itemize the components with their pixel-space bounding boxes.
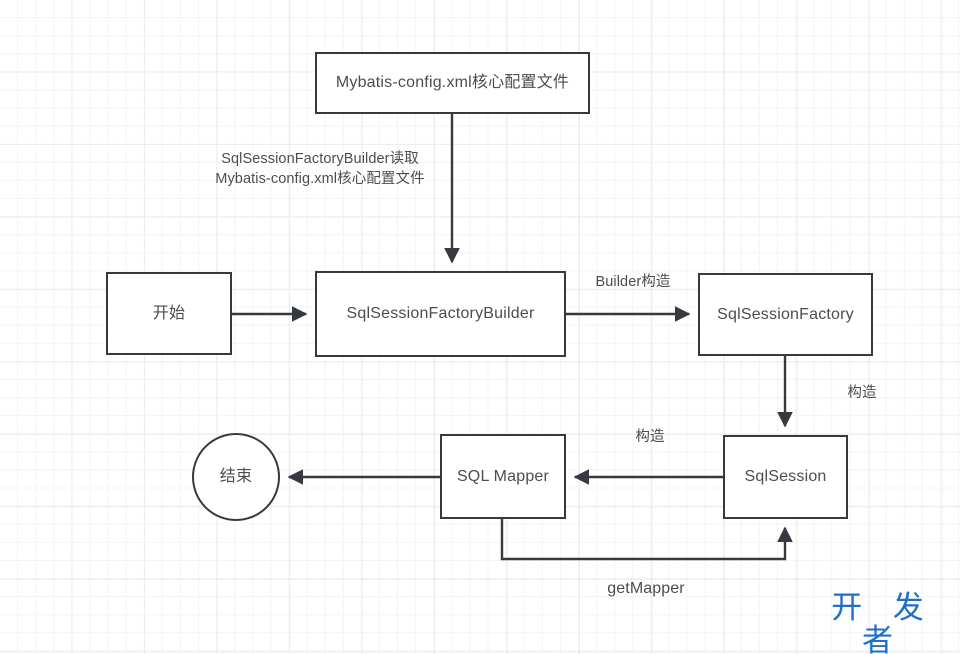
node-sqlsessionfactorybuilder[interactable]: SqlSessionFactoryBuilder [315,271,566,357]
node-sqlsession[interactable]: SqlSession [723,435,848,519]
node-end[interactable]: 结束 [192,433,280,521]
node-sqlsessionfactorybuilder-label: SqlSessionFactoryBuilder [346,305,535,323]
node-config-file-label: Mybatis-config.xml核心配置文件 [335,74,570,92]
edge-label-session-build: 构造 [635,429,665,445]
edge-mapper-to-session-getmapper [500,519,793,561]
edge-label-factory-build: 构造 [847,385,877,401]
node-sqlsessionfactory-label: SqlSessionFactory [717,305,854,323]
node-config-file[interactable]: Mybatis-config.xml核心配置文件 [315,52,590,114]
node-sql-mapper-label: SQL Mapper [456,467,550,485]
watermark-chinese: 开 发 者 [831,590,935,654]
edge-label-builder-build: Builder构造 [595,274,671,290]
watermark: 开 发 者 DevZe.CoM [800,590,955,654]
node-end-label: 结束 [219,468,253,486]
edge-label-get-mapper: getMapper [607,580,685,597]
node-start-label: 开始 [152,304,186,322]
node-sql-mapper[interactable]: SQL Mapper [440,434,566,519]
node-sqlsession-label: SqlSession [744,468,827,486]
edge-label-read-config: SqlSessionFactoryBuilder读取 Mybatis-confi… [215,151,425,187]
node-start[interactable]: 开始 [106,272,232,355]
node-sqlsessionfactory[interactable]: SqlSessionFactory [698,273,873,356]
